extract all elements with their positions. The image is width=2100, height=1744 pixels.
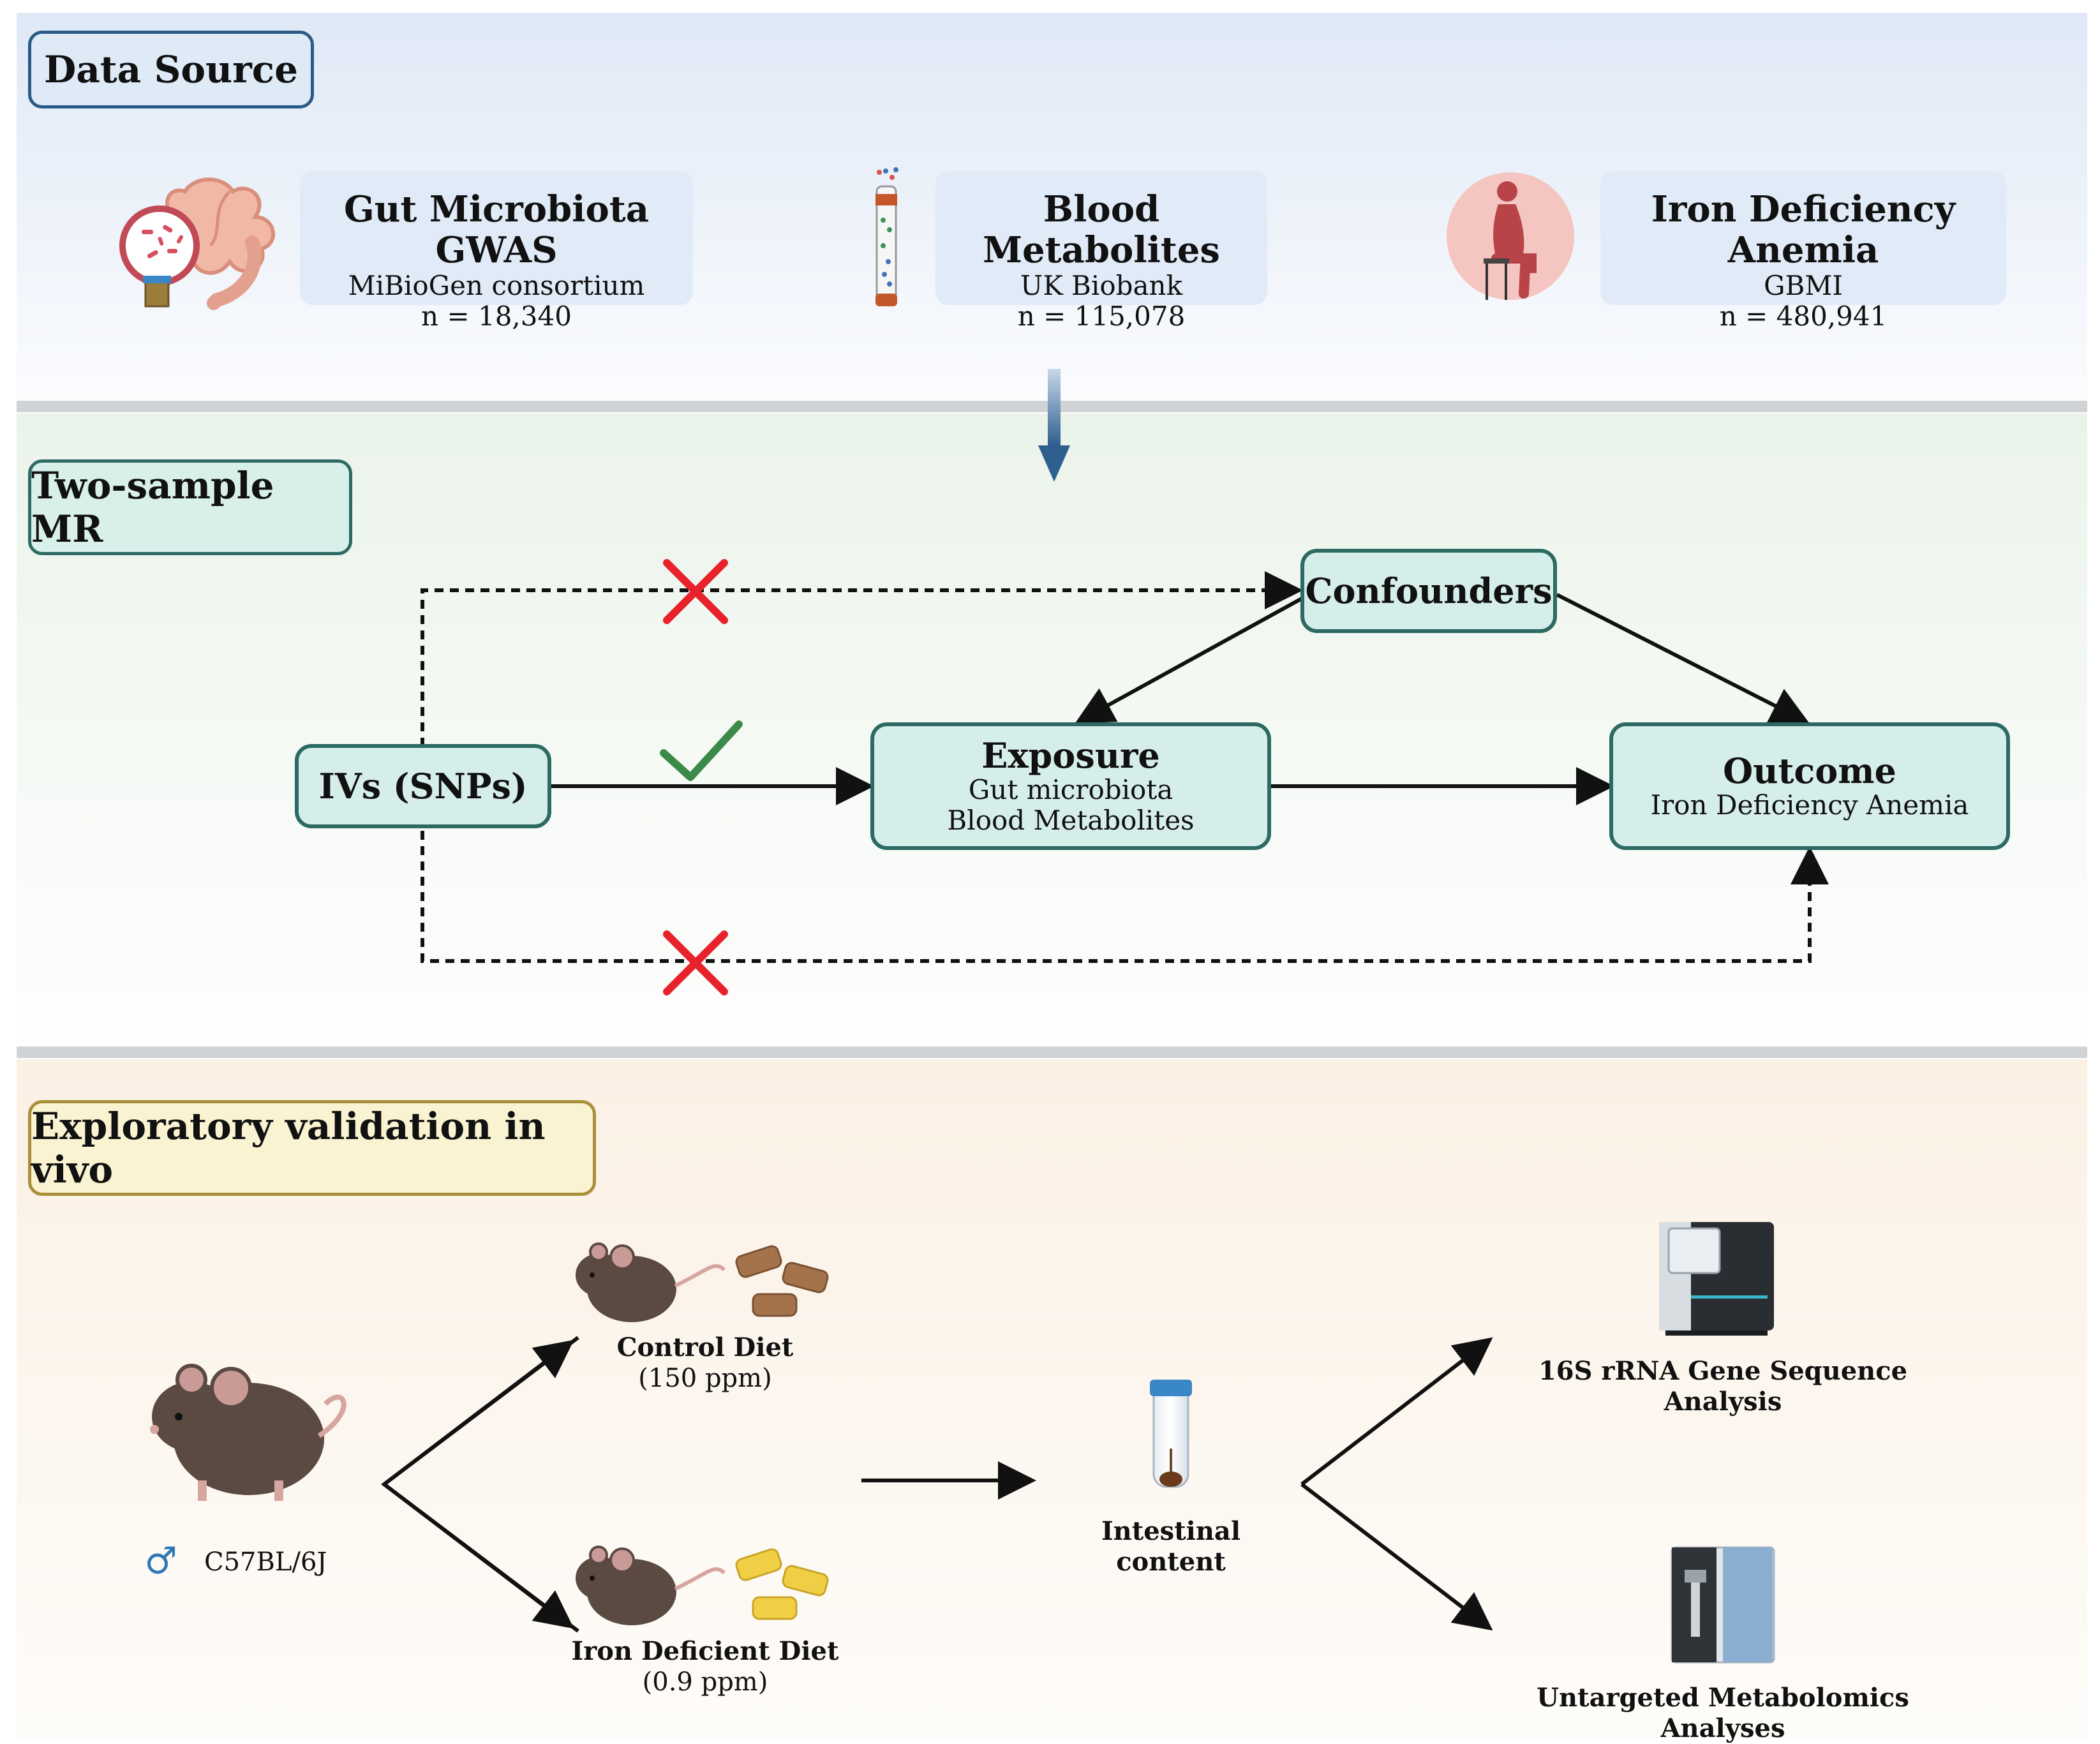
exposure-title: Exposure xyxy=(981,735,1160,776)
iron-deficient-pellets-icon xyxy=(735,1548,829,1620)
iron-diet-label: Iron Deficient Diet (0.9 ppm) xyxy=(562,1636,849,1697)
outcome-node: Outcome Iron Deficiency Anemia xyxy=(1609,722,2010,850)
blood-tube-icon xyxy=(875,167,898,306)
iron-diet-ppm: (0.9 ppm) xyxy=(642,1667,768,1697)
gut-intestine-icon xyxy=(119,177,275,310)
source-blood-metabolites: Blood Metabolites UK Biobank n = 115,078 xyxy=(935,171,1267,332)
control-diet-ppm: (150 ppm) xyxy=(638,1364,772,1393)
down-arrow-icon xyxy=(1038,369,1070,482)
strain-label: C57BL/6J xyxy=(204,1547,327,1577)
outcome-iron-deficiency-anemia: Iron Deficiency Anemia xyxy=(1650,789,1969,821)
source-n: n = 18,340 xyxy=(421,301,572,332)
sequencer-icon xyxy=(1659,1222,1774,1336)
male-symbol-icon: ♂ xyxy=(144,1539,177,1583)
source-org: GBMI xyxy=(1763,270,1843,301)
analysis-metabolomics-label: Untargeted Metabolomics Analyses xyxy=(1493,1683,1953,1744)
anemia-patient-icon xyxy=(1447,172,1574,300)
cross-icon xyxy=(663,930,728,995)
outcome-title: Outcome xyxy=(1723,750,1896,791)
source-n: n = 480,941 xyxy=(1719,301,1888,332)
control-diet-title: Control Diet xyxy=(616,1332,794,1362)
invivo-connectors xyxy=(381,1336,1493,1633)
source-title: Blood Metabolites xyxy=(983,188,1220,271)
iron-diet-title: Iron Deficient Diet xyxy=(571,1636,839,1666)
invivo-validation-tag: Exploratory validation in vivo xyxy=(28,1100,596,1196)
ivs-node: IVs (SNPs) xyxy=(295,744,551,828)
source-title: Gut Microbiota GWAS xyxy=(343,188,650,271)
source-org: MiBioGen consortium xyxy=(348,270,645,301)
exposure-node: Exposure Gut microbiota Blood Metabolite… xyxy=(870,722,1271,850)
cross-icon xyxy=(663,559,728,624)
mouse-iron-deficient-icon xyxy=(576,1546,726,1625)
analysis-16s-text: 16S rRNA Gene Sequence Analysis xyxy=(1538,1356,1908,1417)
confounders-node: Confounders xyxy=(1300,549,1557,633)
mouse-control-icon xyxy=(576,1242,726,1322)
mr-connectors xyxy=(421,571,1829,963)
source-title: Iron Deficiency Anemia xyxy=(1651,188,1956,271)
check-icon xyxy=(660,720,743,781)
intestinal-content-label: Intestinal content xyxy=(1046,1516,1295,1577)
exposure-blood-metabolites: Blood Metabolites xyxy=(947,805,1195,836)
source-gut-microbiota: Gut Microbiota GWAS MiBioGen consortium … xyxy=(300,171,693,332)
control-diet-label: Control Diet (150 ppm) xyxy=(562,1332,849,1394)
ivs-label: IVs (SNPs) xyxy=(318,766,528,807)
control-pellets-icon xyxy=(735,1245,829,1317)
source-iron-deficiency-anemia: Iron Deficiency Anemia GBMI n = 480,941 xyxy=(1600,171,2006,332)
analysis-metabolomics-text: Untargeted Metabolomics Analyses xyxy=(1537,1683,1909,1743)
section-divider xyxy=(17,1047,2087,1058)
intestinal-content-text: Intestinal content xyxy=(1101,1516,1241,1577)
data-source-tag: Data Source xyxy=(28,31,314,108)
exposure-gut-microbiota: Gut microbiota xyxy=(968,774,1173,805)
mass-spectrometer-icon xyxy=(1671,1546,1775,1664)
analysis-16s-label: 16S rRNA Gene Sequence Analysis xyxy=(1493,1356,1953,1417)
confounders-label: Confounders xyxy=(1305,570,1553,611)
two-sample-mr-tag: Two-sample MR xyxy=(28,459,352,555)
mouse-icon xyxy=(150,1364,346,1501)
source-org: UK Biobank xyxy=(1020,270,1183,301)
sample-tube-icon xyxy=(1150,1380,1192,1488)
source-n: n = 115,078 xyxy=(1017,301,1186,332)
